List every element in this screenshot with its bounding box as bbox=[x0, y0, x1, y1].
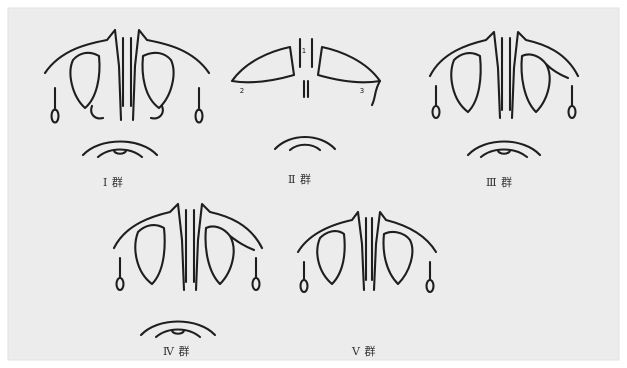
group-3-label: Ⅲ 群 bbox=[486, 174, 513, 190]
group-2-label: Ⅱ 群 bbox=[288, 171, 311, 187]
sinus-outline-group-3 bbox=[424, 30, 584, 130]
arch-outline-group-4 bbox=[138, 313, 218, 341]
sinus-diagram-group-2: 1 2 3 bbox=[226, 33, 386, 123]
group-4-label: Ⅳ 群 bbox=[163, 343, 190, 359]
group-1-label: Ⅰ 群 bbox=[103, 174, 123, 190]
mark-3: 3 bbox=[360, 87, 364, 95]
arch-outline-group-2 bbox=[272, 127, 338, 153]
sinus-diagram-group-3 bbox=[424, 30, 584, 130]
sinus-diagram-group-4 bbox=[108, 200, 268, 300]
palate-arch-group-4 bbox=[138, 313, 218, 341]
arch-outline-group-3 bbox=[465, 133, 543, 161]
palate-arch-group-2 bbox=[272, 127, 338, 153]
sinus-outline-group-1 bbox=[37, 28, 207, 128]
palate-arch-group-3 bbox=[465, 133, 543, 161]
mark-1: 1 bbox=[302, 47, 306, 55]
mark-2: 2 bbox=[240, 87, 244, 95]
sinus-outline-group-2: 1 2 3 bbox=[226, 33, 386, 123]
group-5-label: Ⅴ 群 bbox=[352, 343, 376, 359]
sinus-outline-group-4 bbox=[108, 200, 268, 300]
sinus-diagram-group-5 bbox=[292, 210, 442, 300]
palate-arch-group-1 bbox=[80, 133, 160, 161]
sinus-diagram-group-1 bbox=[37, 28, 207, 128]
arch-outline-group-1 bbox=[80, 133, 160, 161]
sinus-outline-group-5 bbox=[292, 210, 442, 300]
